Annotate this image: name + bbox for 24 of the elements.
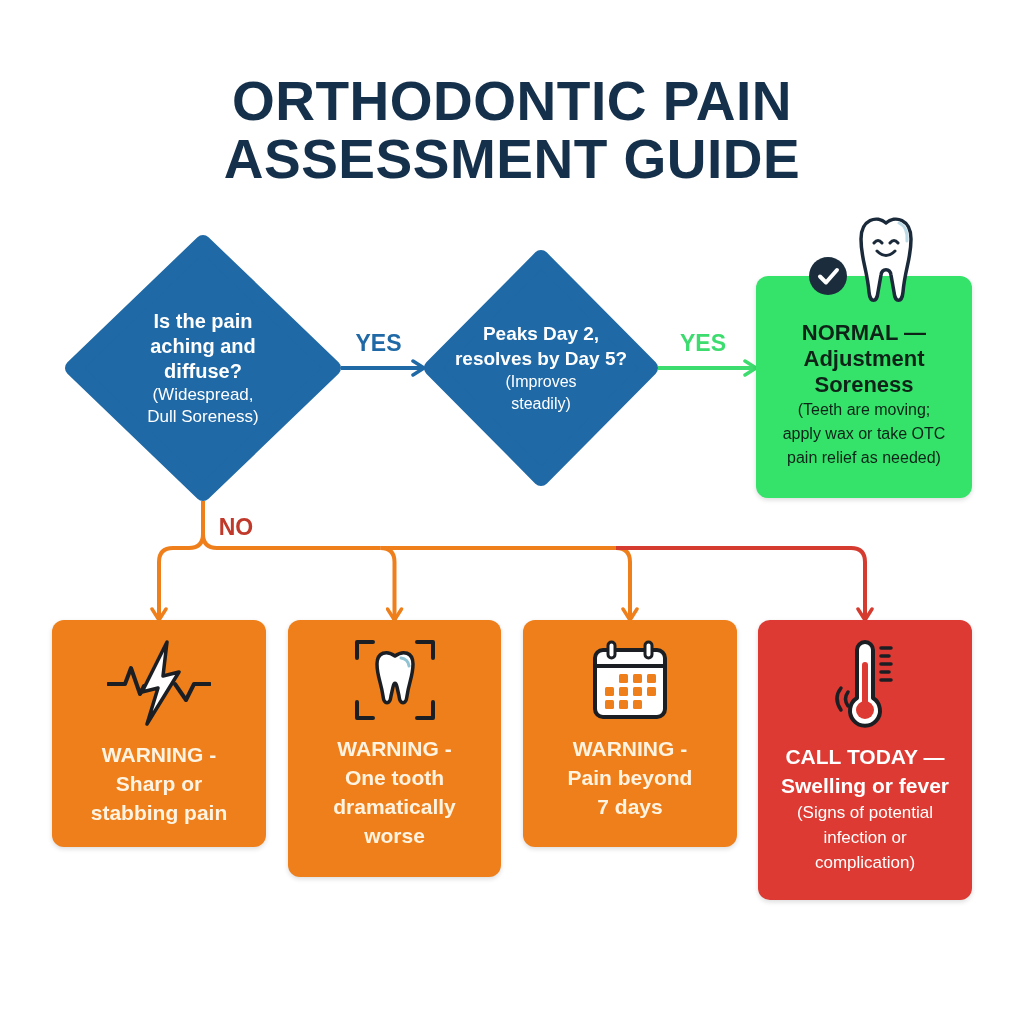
connector-line — [380, 546, 616, 550]
note-text: (Teeth are moving; apply wax or take OTC pain relief as needed) — [781, 400, 947, 468]
warning-text: WARNING - One tooth dramatically worse — [332, 736, 457, 849]
decision-diamond — [424, 250, 658, 486]
note-text: (Signs of potential infection or complication) — [795, 802, 935, 874]
connector-line — [201, 501, 205, 534]
result-heading: NORMAL — Adjustment Soreness — [800, 320, 928, 398]
question-text: Is the pain aching and diffuse? — [149, 308, 257, 384]
note-text: (Improves steadily) — [504, 372, 578, 414]
arrow — [616, 546, 874, 622]
note-text: (Widespread, Dull Soreness) — [146, 383, 260, 428]
warning-card — [523, 620, 737, 847]
decision-diamond — [65, 235, 341, 501]
arrow — [658, 359, 758, 377]
question-text: Peaks Day 2, resolves by Day 5? — [453, 322, 629, 371]
title: ORTHODONTIC PAIN ASSESSMENT GUIDE — [222, 72, 802, 188]
warning-card — [52, 620, 266, 847]
connector-line — [201, 533, 381, 550]
warning-text: WARNING - Sharp or stabbing pain — [89, 742, 229, 826]
warning-card — [758, 620, 972, 900]
warning-card — [288, 620, 501, 877]
arrow — [341, 359, 426, 377]
warning-text: WARNING - Pain beyond 7 days — [566, 736, 694, 820]
alert-text: CALL TODAY — Swelling or fever — [779, 744, 951, 799]
